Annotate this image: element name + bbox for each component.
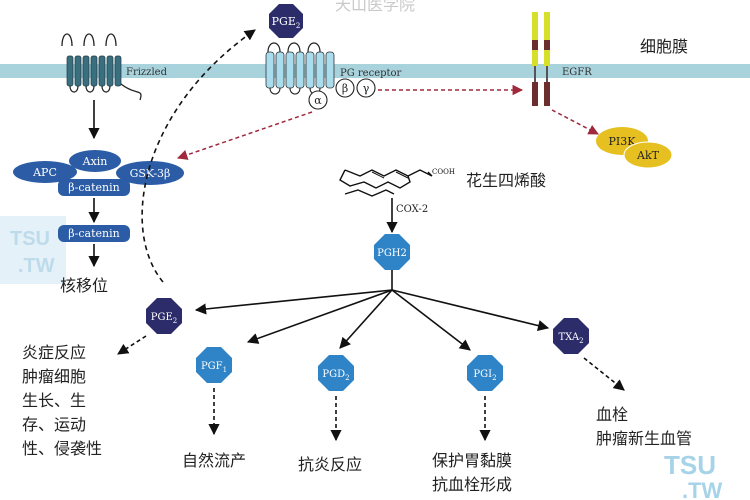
akt-node bbox=[623, 141, 673, 169]
pg-receptor: PG receptor α β γ bbox=[265, 42, 402, 110]
arrow-egfr-to-pi3k bbox=[551, 109, 599, 135]
arrow-to-pge2 bbox=[194, 289, 393, 315]
pgi2-sub: 2 bbox=[492, 374, 496, 382]
apc-node bbox=[13, 161, 77, 183]
bcatenin-free-label: β-catenin bbox=[68, 227, 119, 240]
axin-label: Axin bbox=[82, 155, 108, 168]
pgd2-effect: 抗炎反应 bbox=[298, 455, 362, 474]
svg-text:PGE2: PGE2 bbox=[151, 312, 178, 325]
g-alpha-label: α bbox=[314, 94, 322, 107]
bcatenin-complex-node bbox=[58, 179, 130, 196]
txa2-sub: 2 bbox=[579, 337, 583, 345]
g-beta-subunit bbox=[335, 78, 355, 98]
arrow-pge2-autocrine bbox=[141, 29, 256, 283]
pgd2-label: PGD bbox=[322, 369, 345, 380]
frizzled-receptor: Frizzled bbox=[61, 33, 168, 101]
pge2-effect-1: 炎症反应 bbox=[22, 343, 86, 362]
pgi2-effect-1: 保护胃黏膜 bbox=[432, 451, 512, 470]
g-gamma-subunit bbox=[356, 78, 376, 98]
pg-receptor-label: PG receptor bbox=[340, 68, 402, 79]
arrow-pge2-effect bbox=[117, 335, 147, 355]
watermark-left: TSU .TW bbox=[0, 216, 66, 284]
watermark-top: 天山医学院 bbox=[335, 0, 415, 14]
pgi2-label: PGI bbox=[473, 369, 492, 380]
pgd2-node: PGD2 bbox=[318, 355, 354, 391]
arrow-to-txa2 bbox=[391, 289, 550, 332]
egfr-label: EGFR bbox=[562, 67, 592, 78]
frizzled-label: Frizzled bbox=[126, 67, 168, 78]
arrow-to-pgi2 bbox=[391, 289, 471, 351]
pge2-top-sub: 2 bbox=[296, 22, 300, 30]
egfr-receptor: EGFR bbox=[532, 12, 592, 106]
pgd2-sub: 2 bbox=[345, 374, 349, 382]
axin-node bbox=[69, 150, 121, 172]
pge2-effect-3: 生长、生 bbox=[22, 391, 86, 410]
apc-label: APC bbox=[32, 166, 57, 179]
pgf1-sub: 1 bbox=[223, 366, 227, 374]
destruction-complex: APC Axin GSK-3β β-catenin bbox=[13, 150, 184, 196]
pge2-top-label: PGE bbox=[272, 15, 296, 28]
gsk-label: GSK-3β bbox=[130, 167, 171, 180]
watermark-left-line2: .TW bbox=[18, 255, 55, 277]
pge2-effects: 炎症反应 肿瘤细胞 生长、生 存、运动 性、侵袭性 bbox=[22, 343, 102, 458]
svg-text:PGF1: PGF1 bbox=[201, 361, 227, 374]
akt-label: AkT bbox=[636, 149, 660, 162]
bcatenin-complex-label: β-catenin bbox=[68, 181, 119, 194]
pge2-effect-4: 存、运动 bbox=[22, 415, 86, 434]
pge2-label: PGE bbox=[151, 312, 173, 323]
arrow-to-pgf1 bbox=[246, 289, 393, 344]
pgf1-label: PGF bbox=[201, 361, 223, 372]
nuclear-translocation-label: 核移位 bbox=[60, 276, 108, 295]
g-beta-label: β bbox=[342, 82, 348, 95]
svg-text:PGI2: PGI2 bbox=[473, 369, 496, 382]
watermark-left-line1: TSU bbox=[10, 228, 50, 250]
watermark-right-line2: .TW bbox=[682, 478, 723, 500]
pgh2-branches bbox=[194, 289, 550, 351]
pi3k-label: PI3K bbox=[609, 135, 637, 148]
txa2-label: TXA bbox=[558, 332, 579, 343]
pgh2-label: PGH2 bbox=[377, 248, 407, 259]
g-gamma-label: γ bbox=[363, 82, 370, 95]
pge2-effect-2: 肿瘤细胞 bbox=[22, 367, 86, 386]
watermark-right-line1: TSU bbox=[664, 450, 716, 480]
arrow-gprotein-to-gsk bbox=[177, 111, 313, 160]
pge2-sub: 2 bbox=[173, 317, 177, 325]
svg-text:PGD2: PGD2 bbox=[322, 369, 349, 382]
txa2-effect-2: 肿瘤新生血管 bbox=[596, 429, 692, 448]
pgf1-effect: 自然流产 bbox=[182, 451, 246, 470]
cooh-label: COOH bbox=[432, 168, 455, 176]
svg-text:PGE2: PGE2 bbox=[272, 15, 301, 30]
pgi2-node: PGI2 bbox=[467, 355, 503, 391]
membrane-label: 细胞膜 bbox=[640, 37, 688, 56]
arachidonic-acid-structure: COOH bbox=[339, 168, 455, 197]
arrow-to-pgd2 bbox=[339, 289, 393, 349]
gsk-node bbox=[116, 161, 184, 185]
pge2-top-node: PGE2 bbox=[269, 4, 303, 38]
arrow-txa2-effect bbox=[583, 357, 625, 391]
cox2-label: COX-2 bbox=[396, 204, 428, 215]
g-alpha-subunit bbox=[308, 90, 328, 110]
pgf1-node: PGF1 bbox=[196, 347, 232, 383]
pge2-node: PGE2 bbox=[146, 298, 182, 334]
arachidonic-acid-label: 花生四烯酸 bbox=[466, 171, 546, 190]
pgi2-effect-2: 抗血栓形成 bbox=[432, 475, 512, 494]
watermark-right: TSU .TW bbox=[664, 450, 723, 500]
cell-membrane bbox=[0, 64, 750, 78]
txa2-effect-1: 血栓 bbox=[596, 405, 628, 424]
pgh2-node: PGH2 bbox=[374, 234, 410, 270]
txa2-node: TXA2 bbox=[553, 318, 589, 354]
bcatenin-free-node bbox=[58, 225, 130, 242]
pge2-effect-5: 性、侵袭性 bbox=[22, 439, 102, 458]
svg-text:TXA2: TXA2 bbox=[558, 332, 583, 345]
